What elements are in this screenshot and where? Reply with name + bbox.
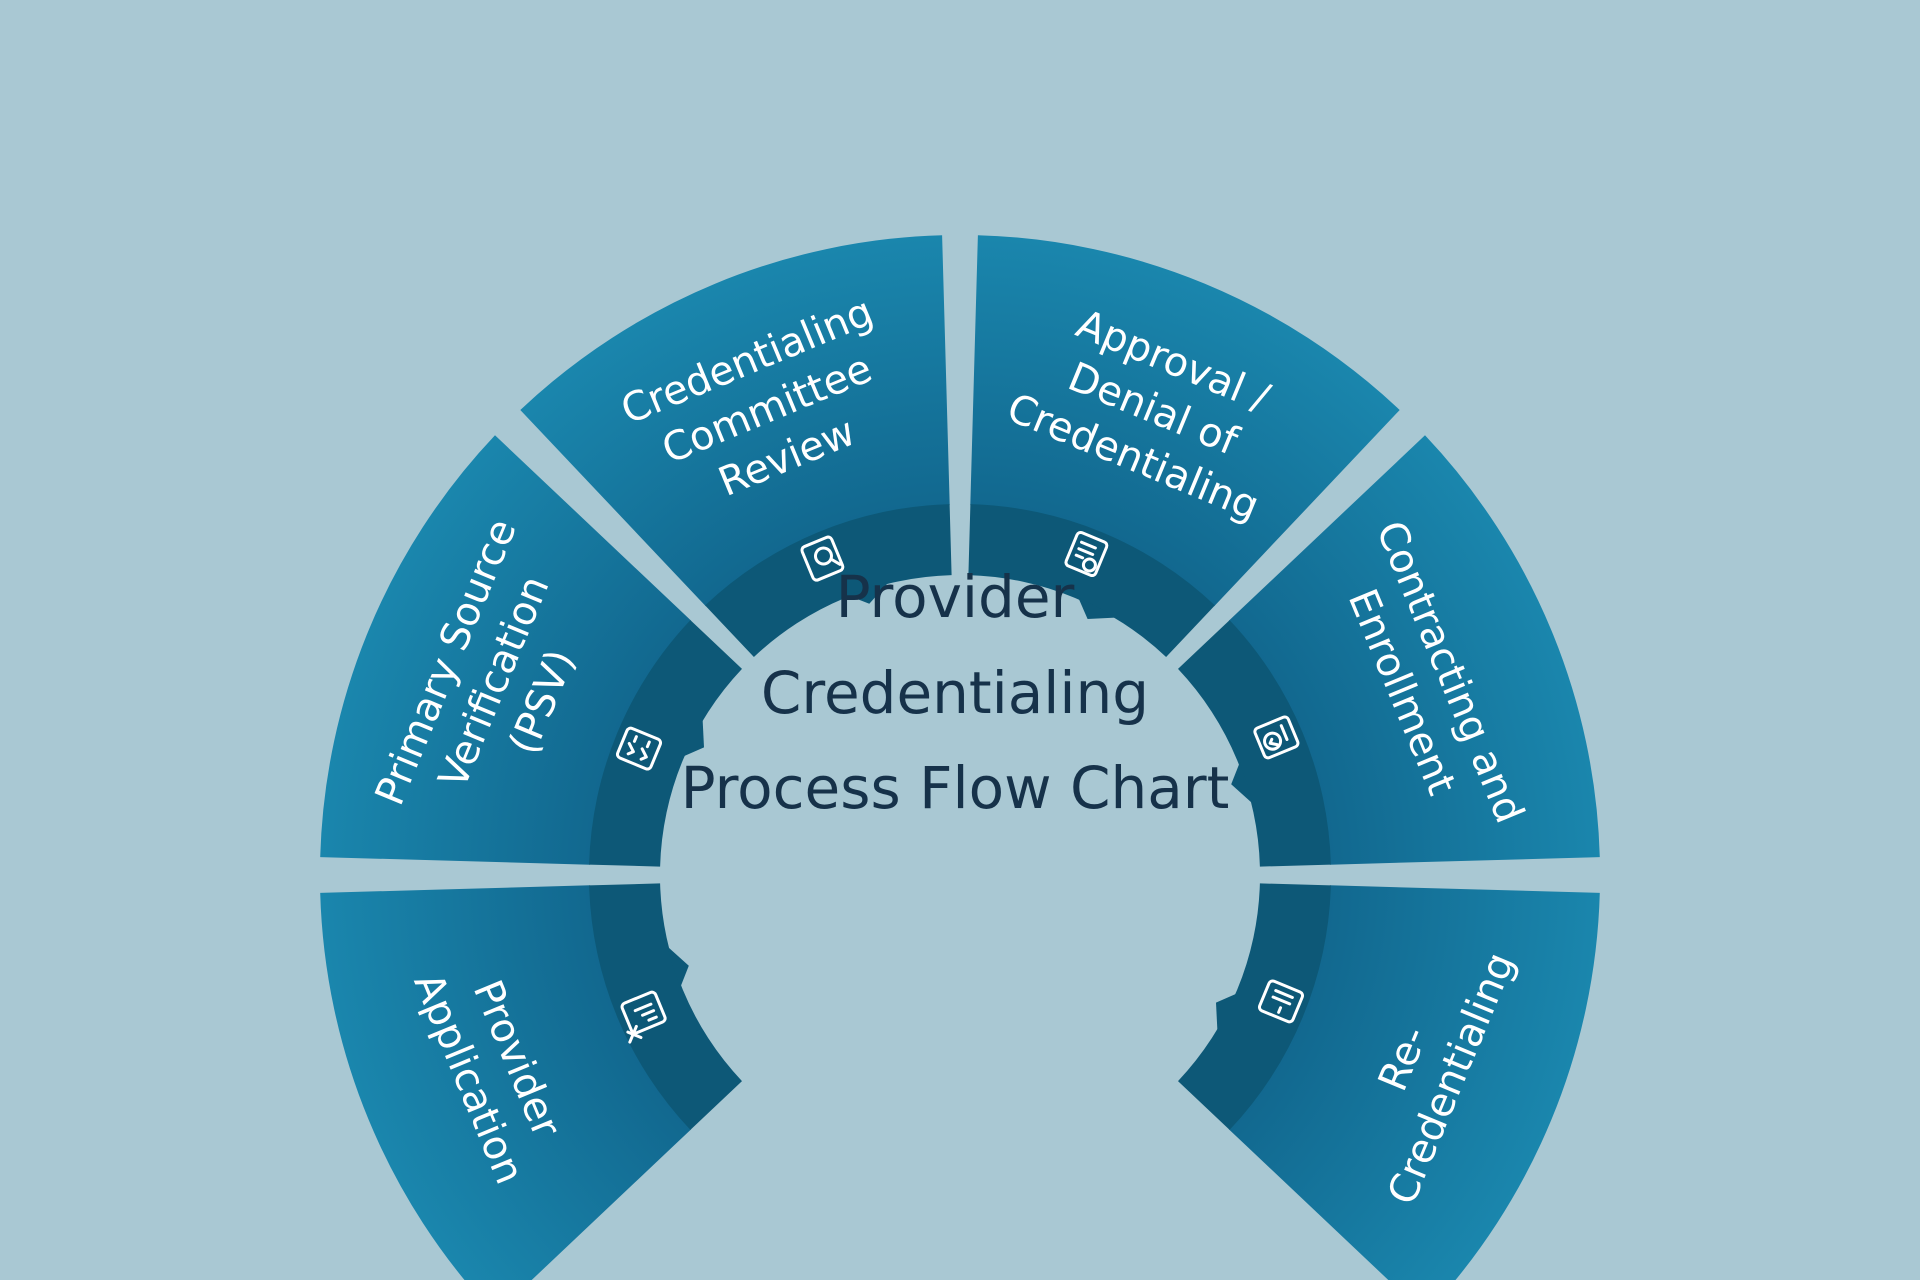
segment-inner-band [589,620,742,867]
segment-outer [1228,885,1600,1280]
checklist-icon [615,726,663,771]
segment-outer [1228,435,1600,865]
refresh-document-icon [1257,979,1305,1024]
segment-inner-band [705,504,952,657]
segment-outer [970,235,1400,607]
center-title-line-1: Provider [836,563,1075,631]
contract-icon [1253,715,1300,760]
segment-arrow [1231,761,1254,805]
center-title: Provider Credentialing Process Flow Char… [681,563,1230,822]
segment-arrow [682,717,704,757]
document-check-icon [1064,530,1109,578]
chart-icon [620,990,667,1044]
magnifier-document-icon [800,535,845,582]
segment-inner-band [589,883,742,1130]
segment-inner-band [968,504,1215,657]
segment-arrow [666,945,689,989]
segment-outer [320,885,692,1280]
segment-re-credentialing: Re-Credentialing [1178,883,1600,1280]
segment-inner-band [1178,883,1331,1130]
center-title-line-3: Process Flow Chart [681,754,1230,822]
segment-arrow [1078,597,1118,619]
segment-arrow [1216,993,1238,1033]
segment-outer [320,435,692,865]
segment-inner-band [1178,620,1331,867]
segment-outer [520,235,950,607]
center-title-line-2: Credentialing [761,659,1149,727]
segment-arrow [846,581,890,604]
